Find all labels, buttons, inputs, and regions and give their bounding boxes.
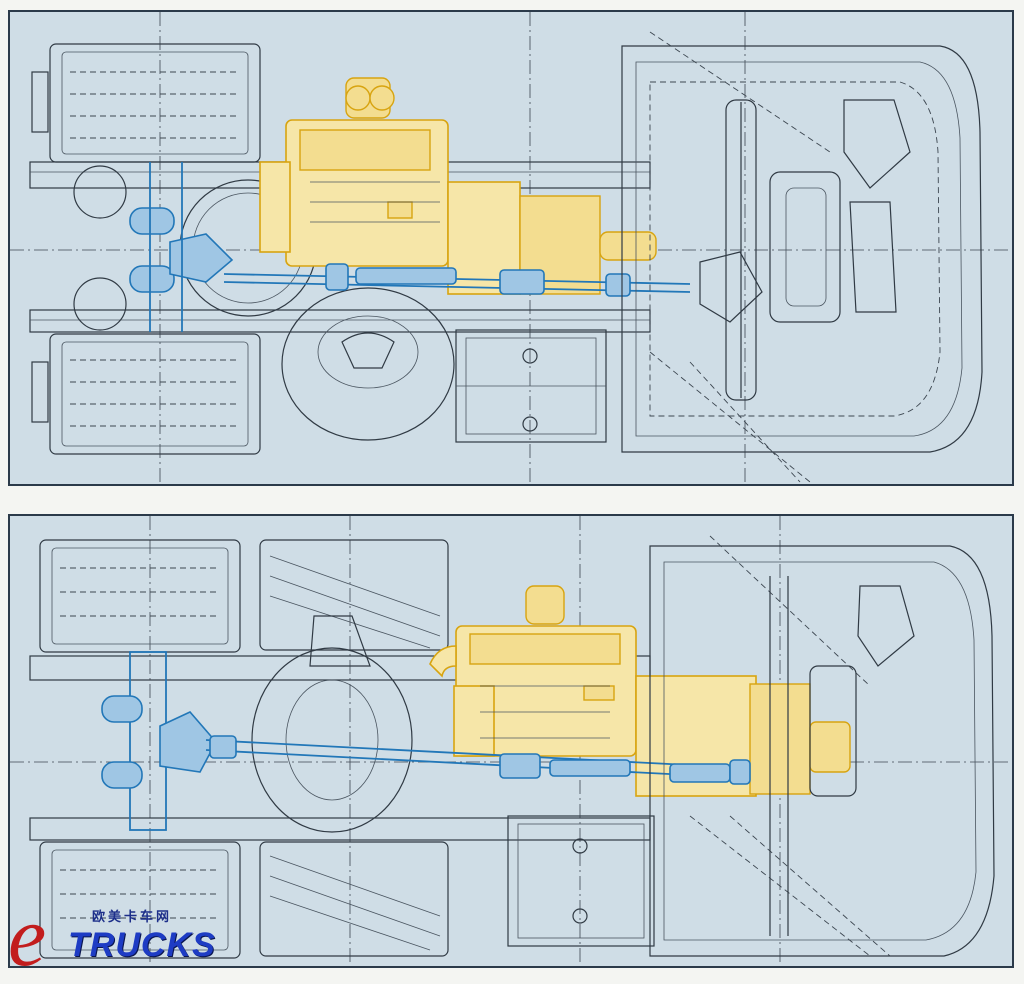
logo-letter: e — [8, 888, 47, 984]
chassis-view-bottom — [8, 514, 1014, 968]
rear-differential-top — [129, 162, 234, 332]
propeller-shaft-top — [223, 263, 691, 297]
logo-brand-text: TRUCKS — [68, 926, 216, 964]
propeller-shaft-bottom — [205, 735, 751, 785]
rear-wheels-upper — [31, 43, 261, 163]
fuel-tank-bottom — [507, 815, 655, 947]
cab-outline-bottom — [649, 535, 995, 957]
cab-outline-top — [621, 31, 983, 483]
rear-differential-bottom — [101, 651, 217, 831]
fuel-tank — [455, 329, 607, 443]
spare-wheel — [281, 287, 455, 441]
rear-wheels-bottom-lower — [39, 841, 449, 959]
engine-highlight-top — [259, 77, 657, 295]
rear-wheels-lower — [31, 333, 261, 455]
rear-wheels-bottom-upper — [39, 539, 449, 653]
chassis-drawing-top — [10, 12, 1012, 484]
logo-chinese-text: 欧美卡车网 — [92, 910, 173, 925]
chassis-view-top — [8, 10, 1014, 486]
front-axle-top — [699, 99, 763, 401]
chassis-drawing-bottom — [10, 516, 1012, 966]
